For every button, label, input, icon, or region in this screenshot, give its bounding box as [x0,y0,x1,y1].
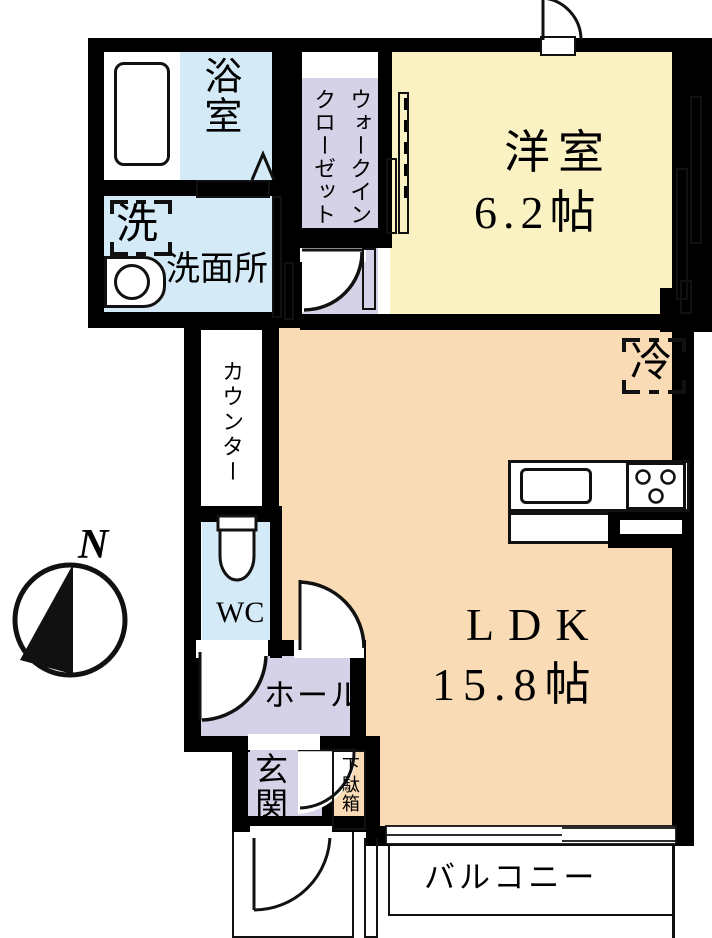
label-balcony: バルコニー [424,860,599,895]
wall-outer-right-bedroom [672,38,712,330]
door-opening-hall-ldk [294,640,364,658]
wall-counter-bottom [184,506,279,522]
wall-counter-right [262,328,279,510]
bathtub-icon [114,62,170,166]
compass-rose [12,562,128,678]
sliding-door-bedroom-left-b[interactable] [386,158,397,234]
balcony-partition [672,846,675,938]
wall-corridor-left [184,312,201,656]
wall-genkan-outer-right [366,736,380,832]
wall-outer-right-ldk [672,330,694,830]
shoe-cabinet-icon [332,750,366,830]
wall-wic-right [378,38,392,234]
sliding-door-washroom-b[interactable] [284,262,294,320]
wall-wic-left [288,38,302,78]
gas-stove-icon [626,462,686,510]
wall-bedroom-bottom [366,314,672,330]
label-yokushitsu: 浴室 [197,56,240,136]
label-counter: カウンター [219,360,245,485]
door-opening-genkan-top [248,734,320,750]
wall-outer-left-upper [88,38,104,326]
wall-wc-right [270,506,282,658]
sliding-door-washroom-dash [276,202,279,268]
wall-bedroom-bottom-left [300,314,392,330]
entrance-step-right [364,838,378,938]
kitchen-sink-icon [520,468,592,504]
washer-mark-label: 洗 [116,199,159,248]
label-wc: WC [216,596,265,629]
wall-genkan-left [232,736,248,832]
label-yoshitsu-size: 6.2帖 [474,187,602,238]
washbasin-bowl-icon [114,264,150,300]
door-leaf-wic [362,248,376,310]
room-fill-yoshitsu [390,50,672,316]
label-getabako: 下駄箱 [339,756,360,813]
wall-counter-top [184,312,279,330]
door-opening-wc [196,640,268,658]
wall-wic-bottom [300,228,392,248]
window-bedroom-top [540,36,576,56]
window-ldk-right [680,280,692,314]
label-yoshitsu-name: 洋室 [504,127,612,178]
label-senmenjo: 洗面所 [166,251,268,288]
fridge-space-icon [622,338,686,394]
door-bathroom[interactable] [196,180,270,198]
sliding-door-bedroom-left-dash [404,98,407,208]
balcony-window-icon [385,824,677,846]
kitchen-cabinet [508,512,612,544]
wall-hall-left [184,640,201,752]
washer-space-icon [110,200,172,256]
label-hall: ホール [264,678,363,713]
label-ldk-size: 15.8帖 [432,659,599,710]
fridge-mark-label: 冷 [630,337,673,386]
wall-bath-bottom [104,180,272,196]
wall-hall-right [350,640,366,752]
sliding-door-bedroom-left-a[interactable] [398,92,409,234]
door-opening-wic [300,248,366,262]
window-bedroom-right-lower [676,168,688,300]
label-ldk-name: LDK [466,599,603,650]
compass-north-label: N [78,522,109,568]
label-genkan: 玄関 [249,752,286,822]
label-walkin-col2: クローゼット [311,88,337,226]
entrance-door-threshold [250,826,332,838]
sliding-door-washroom-a[interactable] [272,196,282,318]
kitchen-wall-slot [620,520,682,534]
window-bedroom-right-upper [690,96,702,244]
label-walkin-col1: ウォークイン [347,88,373,226]
entrance-outside-frame [232,832,354,938]
room-fill-walkin [300,78,378,228]
counter-fill [200,330,262,508]
